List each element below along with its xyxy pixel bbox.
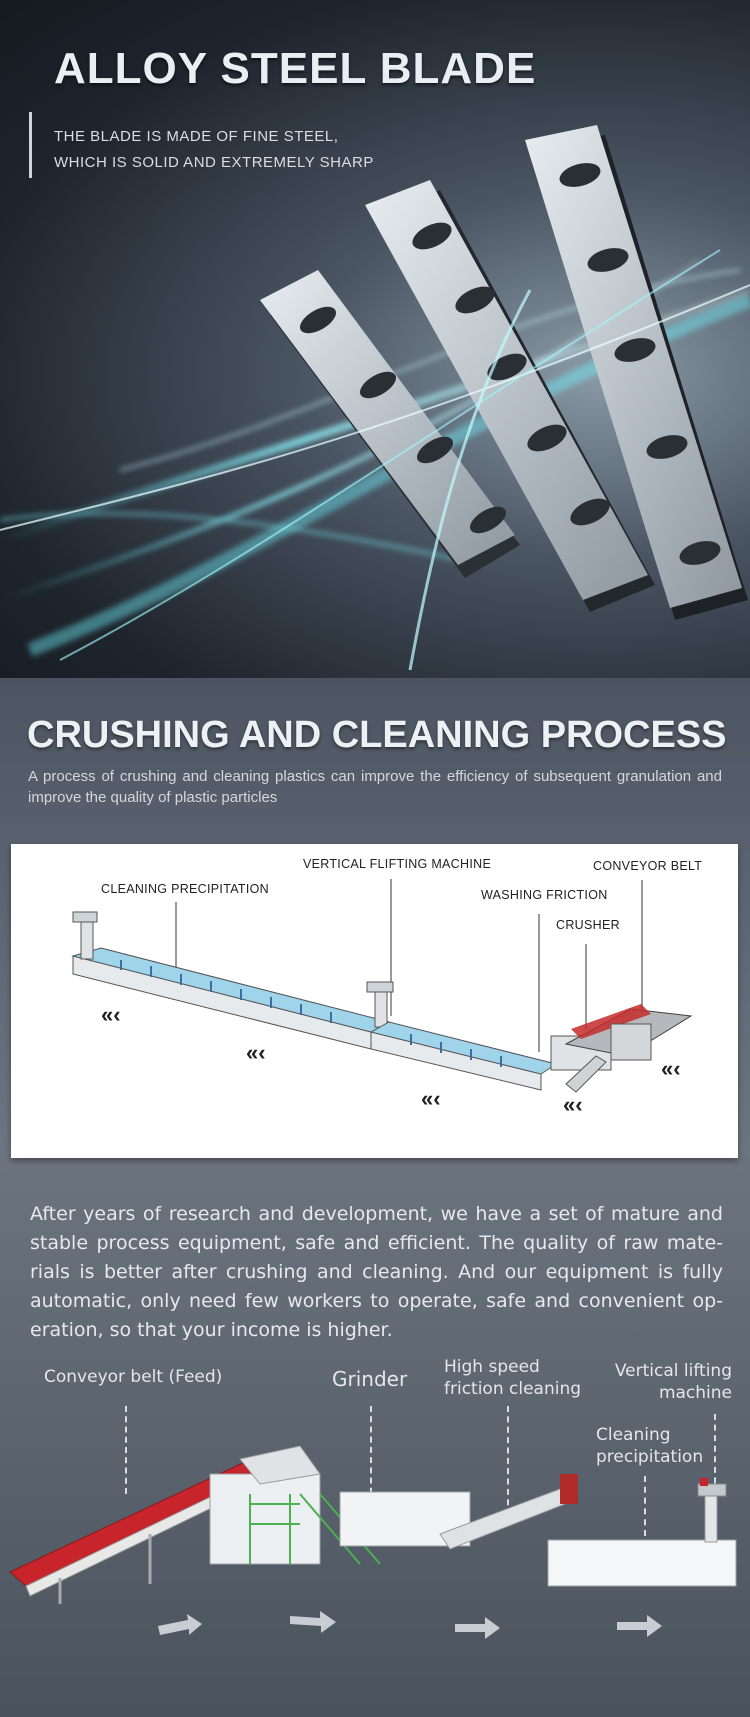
hero-subtitle-line-1: THE BLADE IS MADE OF FINE STEEL, [54, 128, 339, 145]
label-conveyor-belt: CONVEYOR BELT [593, 859, 703, 873]
pointer-cleaning [644, 1476, 646, 1536]
pointer-conveyor [125, 1406, 127, 1494]
label-friction-line-1: High speed [444, 1357, 540, 1377]
process-body-text: After years of research and development,… [30, 1203, 723, 1341]
flow-arrows: «‹ «‹ «‹ «‹ «‹ [101, 1002, 681, 1117]
subtitle-accent-bar [29, 112, 32, 178]
label-cleaning-line-2: precipitation [596, 1447, 704, 1467]
process-line-drawing: «‹ «‹ «‹ «‹ «‹ [71, 879, 693, 1117]
svg-text:«‹: «‹ [421, 1086, 441, 1111]
hero-title: ALLOY STEEL BLADE [54, 44, 537, 93]
light-streaks-front [0, 249, 750, 671]
equipment-line: Conveyor belt (Feed) Grinder High speed … [0, 1354, 750, 1717]
grinder-machine [209, 1445, 381, 1565]
svg-text:«‹: «‹ [101, 1002, 121, 1027]
equipment-illustration [9, 1445, 737, 1639]
label-crusher: CRUSHER [556, 918, 620, 932]
svg-text:«‹: «‹ [246, 1040, 266, 1065]
svg-text:«‹: «‹ [661, 1056, 681, 1081]
hero-subtitle: THE BLADE IS MADE OF FINE STEEL, WHICH I… [54, 124, 374, 176]
pointer-vertical [714, 1414, 716, 1494]
process-diagram: «‹ «‹ «‹ «‹ «‹ CLEANING PRECIPITATION VE… [11, 844, 738, 1158]
blade-right [525, 125, 748, 620]
svg-text:«‹: «‹ [563, 1092, 583, 1117]
hero-subtitle-line-2: WHICH IS SOLID AND EXTREMELY SHARP [54, 154, 374, 171]
blades-illustration [0, 125, 750, 671]
label-cleaning-line-1: Cleaning [596, 1425, 671, 1445]
label-vertical-line-1: Vertical lifting [614, 1361, 732, 1381]
label-vertical-lifting: VERTICAL FLIFTING MACHINE [303, 857, 492, 871]
blade-hero-section: ALLOY STEEL BLADE THE BLADE IS MADE OF F… [0, 0, 750, 678]
blade-middle [365, 180, 655, 612]
label-washing-friction: WASHING FRICTION [481, 888, 608, 902]
pointer-friction [507, 1406, 509, 1526]
label-friction-cleaning: High speed friction cleaning [444, 1356, 581, 1400]
label-grinder: Grinder [332, 1367, 408, 1391]
process-section: CRUSHING AND CLEANING PROCESS A process … [0, 678, 750, 1717]
process-title: CRUSHING AND CLEANING PROCESS [27, 714, 727, 756]
pointer-grinder [370, 1406, 372, 1504]
label-conveyor-feed: Conveyor belt (Feed) [44, 1367, 223, 1387]
label-friction-line-2: friction cleaning [444, 1379, 582, 1399]
cleaning-tank [547, 1478, 737, 1587]
label-cleaning-precipitation-line: Cleaning precipitation [596, 1424, 703, 1468]
friction-washer [339, 1474, 578, 1550]
flow-arrows-bottom [158, 1611, 662, 1639]
process-description: A process of crushing and cleaning plast… [28, 768, 722, 806]
label-cleaning-precipitation: CLEANING PRECIPITATION [101, 882, 269, 896]
label-vertical-line-2: machine [658, 1383, 732, 1403]
label-vertical-lifting-machine: Vertical lifting machine [610, 1360, 732, 1404]
